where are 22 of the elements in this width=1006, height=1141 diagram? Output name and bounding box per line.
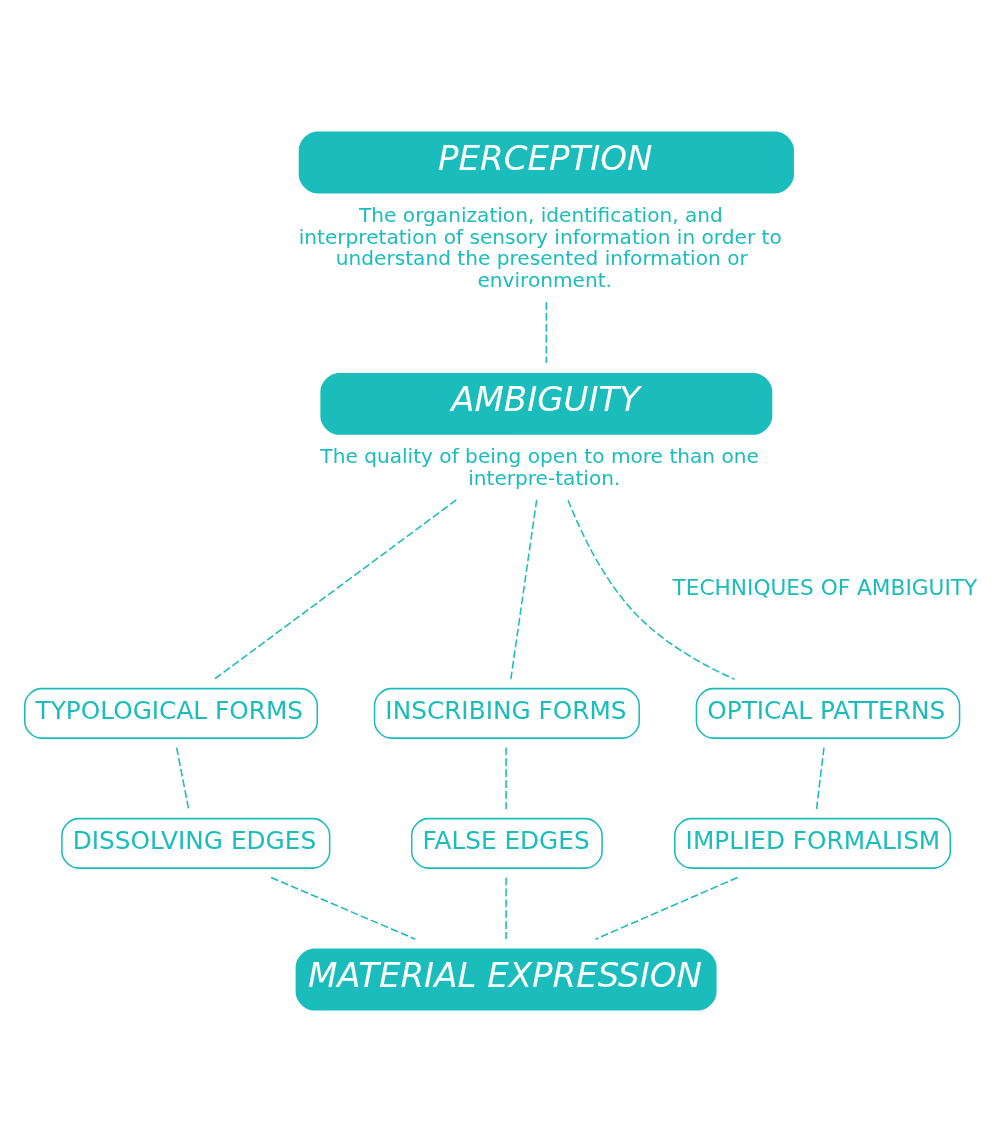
- connector: [594, 876, 739, 940]
- node-label: The organization, identification, and interpretation of sensory information in order to understand the presented information or environment.: [298, 202, 782, 292]
- node-label: The quality of being open to more than one interpre-tation.: [320, 443, 759, 490]
- node-box: IMPLIED FORMALISM: [674, 817, 952, 869]
- node-box: INSCRIBING FORMS: [373, 687, 640, 739]
- connector: [545, 301, 548, 364]
- node-box: TYPOLOGICAL FORMS: [24, 687, 319, 739]
- node-box: DISSOLVING EDGES: [61, 817, 331, 869]
- node-box: OPTICAL PATTERNS: [695, 687, 961, 739]
- connector: [213, 498, 458, 680]
- connector: [505, 746, 507, 810]
- connector: [505, 876, 507, 940]
- connector: [270, 876, 417, 940]
- node-box: AMBIGUITY: [320, 372, 773, 435]
- connector: [815, 746, 825, 810]
- node-box: PERCEPTION: [298, 131, 794, 193]
- connector: [567, 498, 736, 680]
- connector: [510, 498, 538, 680]
- node-box: MATERIAL EXPRESSION: [295, 948, 717, 1010]
- label: TECHNIQUES OF AMBIGUITY: [672, 574, 978, 600]
- node-box: FALSE EDGES: [410, 817, 603, 869]
- connector: [175, 746, 190, 810]
